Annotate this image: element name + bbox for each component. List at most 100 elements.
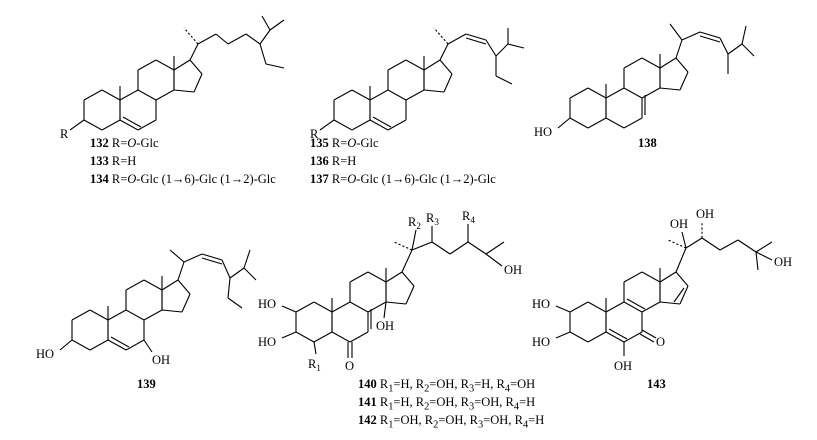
compound-number: 142 — [358, 413, 377, 427]
oh-label: OH — [670, 217, 688, 231]
double-bond — [626, 298, 646, 310]
side-chain — [411, 241, 433, 251]
compound-number: 138 — [638, 136, 657, 150]
ethyl — [227, 277, 231, 299]
ring-a — [587, 301, 607, 313]
ring-d — [439, 59, 453, 75]
group-text: R — [379, 413, 389, 427]
ring-b — [331, 301, 351, 313]
ring-d — [177, 279, 191, 295]
ring-b — [137, 119, 157, 131]
ring-b — [349, 301, 369, 313]
side-chain — [401, 249, 413, 273]
side-chain — [675, 39, 683, 59]
side-chain — [485, 39, 497, 57]
isopropyl — [495, 43, 509, 57]
group-sub: 1 — [388, 401, 394, 413]
ring-d — [161, 279, 179, 291]
r-label: R — [310, 127, 319, 141]
carbonyl — [639, 333, 655, 343]
oh-bond — [281, 331, 297, 339]
compound-number: 133 — [90, 154, 109, 168]
side-chain — [685, 237, 703, 249]
ring-c — [137, 59, 157, 71]
isopropyl — [259, 29, 271, 45]
side-chain — [485, 241, 505, 255]
compound-number: 137 — [310, 172, 329, 186]
ring-c — [405, 89, 425, 101]
side-chain — [431, 241, 451, 255]
substituent-text: R=H — [331, 154, 357, 168]
group-text: =H, R — [474, 377, 505, 391]
ring-b — [623, 117, 643, 129]
ethyl — [265, 63, 285, 69]
oh-label: OH — [614, 359, 632, 373]
ring-b — [349, 331, 369, 343]
side-chain — [467, 241, 487, 255]
double-bond — [608, 328, 628, 340]
oh-bond — [555, 331, 571, 339]
ring-a — [569, 87, 589, 99]
methyl-dashed — [393, 241, 413, 251]
ring-d — [659, 301, 681, 305]
ring-c — [143, 309, 163, 321]
side-chain — [197, 33, 217, 45]
methyl — [755, 241, 773, 253]
ring-b — [605, 301, 625, 313]
oh-bond — [143, 339, 153, 353]
double-bond — [122, 116, 142, 128]
oh-bond — [681, 231, 687, 249]
group-sub: 1 — [388, 383, 394, 395]
methyl-dashed — [433, 27, 449, 45]
caption-133: 133 R=H — [90, 154, 136, 168]
compound-number: 135 — [310, 136, 329, 150]
ring-b — [605, 117, 625, 129]
oh-bond — [281, 305, 297, 313]
ring-c — [349, 271, 369, 283]
ring-b — [623, 301, 643, 313]
ring-d — [679, 285, 689, 305]
oh-bond — [555, 305, 571, 313]
isopropyl — [741, 43, 755, 57]
group-sub: 2 — [433, 419, 439, 431]
side-chain — [189, 43, 199, 61]
side-chain — [447, 33, 467, 45]
r1-bond — [313, 341, 317, 355]
compound-number: 141 — [358, 395, 377, 409]
ring-d — [189, 59, 203, 75]
caption-137: 137 R=O-Glc (1→6)-Glc (1→2)-Glc — [310, 172, 496, 186]
group-text: =OH, R — [393, 413, 434, 427]
ring-a — [587, 117, 607, 129]
oh-label: OH — [774, 255, 792, 269]
ring-c — [623, 271, 643, 283]
ring-d — [675, 271, 689, 287]
double-bond — [110, 336, 130, 348]
side-chain — [245, 33, 261, 45]
oh-label: OH — [696, 207, 714, 221]
ring-a — [83, 119, 103, 131]
ring-b — [605, 87, 625, 99]
side-chain — [719, 37, 729, 55]
ho-label: HO — [532, 335, 550, 349]
side-chain — [465, 33, 487, 41]
ring-d — [423, 59, 441, 71]
ho-label: HO — [258, 335, 276, 349]
side-chain — [449, 241, 469, 255]
caption-138: 138 — [638, 136, 657, 150]
r4-label: R4 — [462, 209, 475, 225]
ring-a — [569, 117, 589, 129]
italic-atom: O — [347, 172, 357, 186]
ring-b — [623, 87, 643, 99]
ho-label: HO — [36, 347, 54, 361]
isopropyl — [269, 19, 285, 31]
compound-number: 134 — [90, 172, 109, 186]
r2-label: R2 — [408, 215, 421, 231]
compound-number: 143 — [647, 377, 666, 391]
group-text: =H — [519, 395, 536, 409]
ring-c — [641, 57, 661, 69]
isopropyl — [243, 267, 257, 281]
compound-number: 136 — [310, 154, 329, 168]
caption-139: 139 — [137, 377, 156, 391]
ring-a — [89, 339, 109, 351]
